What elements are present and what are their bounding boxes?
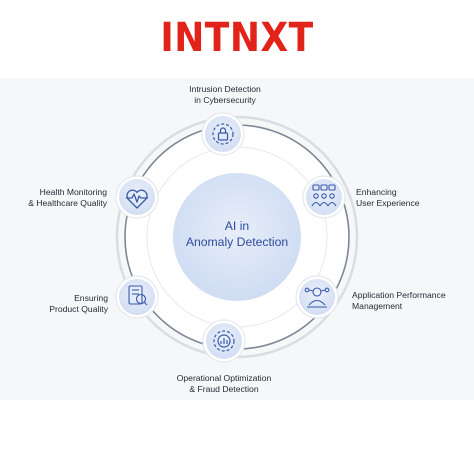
- node-user-experience: [302, 175, 346, 219]
- label-app-performance: Application Performance Management: [352, 290, 446, 311]
- label-health-monitoring: Health Monitoring & Healthcare Quality: [28, 187, 107, 208]
- node-app-performance: [295, 275, 339, 319]
- label-user-experience: Enhancing User Experience: [356, 187, 420, 208]
- gear-chart-icon: [213, 330, 235, 352]
- label-intrusion-detection: Intrusion Detection in Cybersecurity: [189, 84, 261, 105]
- center-title-line2: Anomaly Detection: [185, 235, 289, 249]
- center-circle: [173, 173, 301, 301]
- node-operational-optimization: [202, 319, 246, 363]
- user-feedback-icon: [311, 184, 337, 207]
- brand-logo: INTNXT: [160, 15, 314, 61]
- performance-monitor-icon: [304, 287, 330, 308]
- node-product-quality: [115, 275, 159, 319]
- center-title-line1: AI in: [224, 219, 250, 233]
- label-operational-optimization: Operational Optimization & Fraud Detecti…: [176, 373, 272, 394]
- node-intrusion-detection: [201, 112, 245, 156]
- node-health-monitoring: [115, 175, 159, 219]
- quality-inspection-icon: [128, 285, 148, 306]
- heart-pulse-icon: [126, 189, 148, 209]
- center-title: AI in Anomaly Detection: [157, 218, 317, 250]
- label-product-quality: Ensuring Product Quality: [49, 293, 108, 314]
- lock-gear-icon: [212, 123, 234, 145]
